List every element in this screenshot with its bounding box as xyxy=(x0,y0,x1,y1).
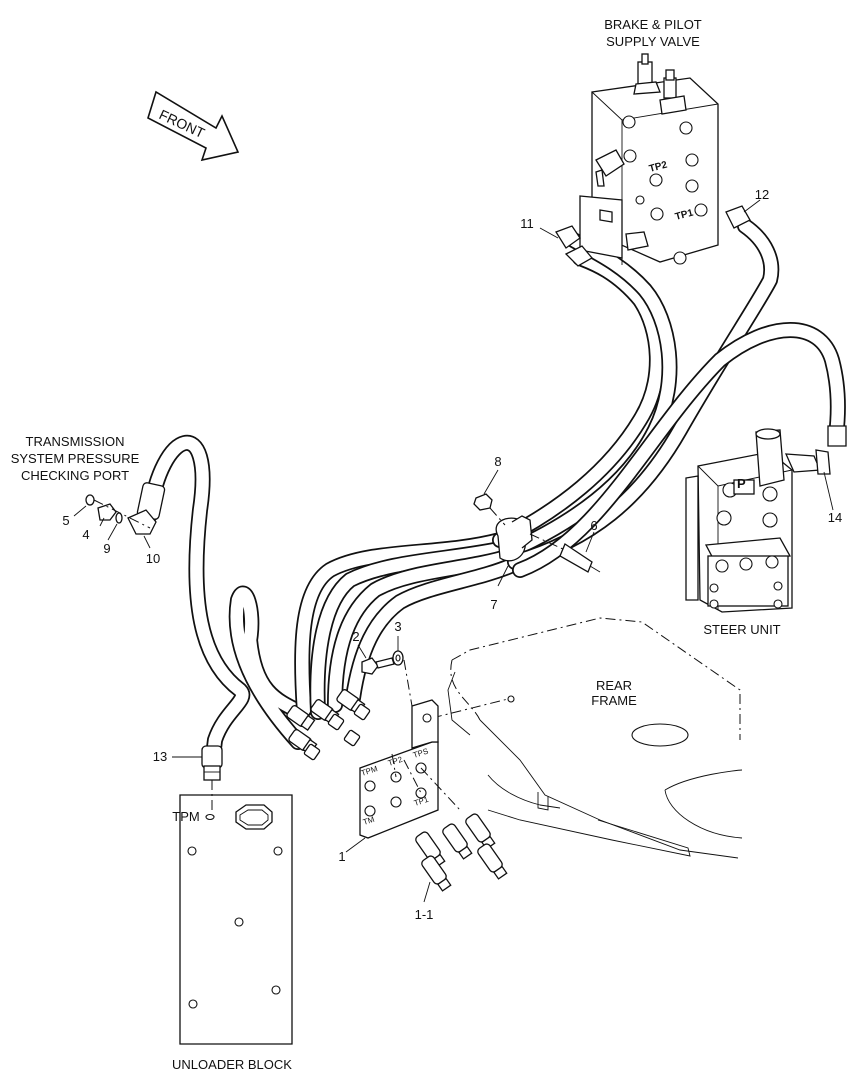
bracket-port-tp1: TP1 xyxy=(413,795,430,808)
test-port-bracket xyxy=(359,699,461,839)
brake-pilot-supply-valve xyxy=(579,53,719,265)
valve-port-tp1: TP1 xyxy=(674,207,695,222)
steer-unit-caption: STEER UNIT xyxy=(703,622,780,637)
transmission-caption-line2: SYSTEM PRESSURE xyxy=(11,451,140,466)
callout-7: 7 xyxy=(490,597,497,612)
bracket-port-tp2: TP2 xyxy=(387,755,404,768)
callout-11: 11 xyxy=(520,216,534,231)
callout-8: 8 xyxy=(494,454,501,469)
rear-frame-caption-line2: FRAME xyxy=(591,693,637,708)
callout-leaders xyxy=(73,199,834,903)
callout-3: 3 xyxy=(394,619,401,634)
steer-unit xyxy=(685,425,847,613)
bracket-fittings xyxy=(286,689,371,761)
callout-9: 9 xyxy=(103,541,110,556)
valve-port-tp2: TP2 xyxy=(648,159,669,174)
unloader-block-caption: UNLOADER BLOCK xyxy=(172,1057,292,1072)
callout-2: 2 xyxy=(352,629,359,644)
transmission-caption-line1: TRANSMISSION xyxy=(26,434,125,449)
callout-13: 13 xyxy=(153,749,167,764)
tpm-fitting xyxy=(201,745,223,812)
steer-port-p: P xyxy=(737,476,746,491)
rear-frame-caption-line1: REAR xyxy=(596,678,632,693)
callout-4: 4 xyxy=(82,527,89,542)
callout-14: 14 xyxy=(828,510,842,525)
unloader-block xyxy=(179,794,293,1045)
bolt-and-washer xyxy=(361,650,413,707)
brake-valve-caption-line1: BRAKE & PILOT xyxy=(604,17,702,32)
front-arrow-icon xyxy=(147,90,240,162)
callout-6: 6 xyxy=(590,518,597,533)
callout-1-1: 1-1 xyxy=(415,907,434,922)
callout-12: 12 xyxy=(755,187,769,202)
tpm-port-caption: TPM xyxy=(172,809,199,824)
callout-1: 1 xyxy=(338,849,345,864)
bracket-port-tm: TM xyxy=(362,815,376,827)
callout-10: 10 xyxy=(146,551,160,566)
test-couplings xyxy=(415,813,508,892)
valve-fittings xyxy=(555,205,751,267)
hoses xyxy=(142,218,846,773)
brake-valve-caption-line2: SUPPLY VALVE xyxy=(606,34,700,49)
rear-frame xyxy=(431,617,743,859)
callout-5: 5 xyxy=(62,513,69,528)
transmission-caption-line3: CHECKING PORT xyxy=(21,468,129,483)
transmission-port-fittings xyxy=(85,482,166,535)
clamp-assembly xyxy=(473,493,601,573)
